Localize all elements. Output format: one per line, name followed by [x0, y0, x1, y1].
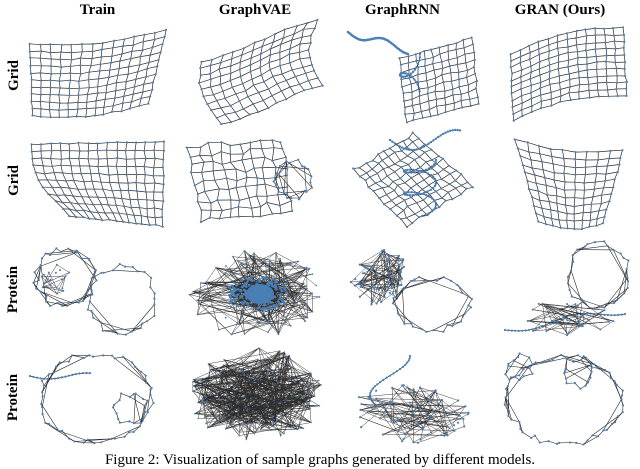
graph-gran-grid-2 [495, 130, 635, 230]
graph-gran-protein-1 [495, 238, 635, 342]
row-label-text: Grid [6, 60, 23, 91]
graph-graphvae-grid-2 [182, 130, 330, 230]
graph-drawing [340, 346, 480, 450]
column-header-graphrnn: GraphRNN [340, 0, 465, 24]
graph-drawing [495, 346, 635, 450]
graph-drawing [495, 24, 635, 124]
row-label-text: Grid [6, 165, 23, 196]
row-label-grid-2: Grid [2, 127, 26, 234]
graph-gran-grid-1 [495, 24, 635, 124]
column-header-gran: GRAN (Ours) [485, 0, 635, 24]
graph-graphvae-grid-1 [182, 24, 330, 124]
graph-drawing [340, 238, 480, 342]
column-header-train: Train [35, 0, 160, 24]
graph-graphrnn-grid-2 [340, 130, 480, 230]
row-label-grid-1: Grid [2, 24, 26, 127]
graph-drawing [182, 346, 330, 450]
graph-drawing [26, 346, 174, 450]
graph-graphrnn-protein-1 [340, 238, 480, 342]
graph-graphrnn-grid-1 [340, 24, 480, 124]
graph-train-grid-1 [26, 24, 174, 124]
graph-graphvae-protein-2 [182, 346, 330, 450]
row-label-protein-2: Protein [2, 344, 26, 450]
graph-graphvae-protein-1 [182, 238, 330, 342]
graph-drawing [340, 130, 480, 230]
graph-train-grid-2 [26, 130, 174, 230]
graph-drawing [26, 238, 174, 342]
graph-train-protein-2 [26, 346, 174, 450]
graph-drawing [182, 24, 330, 124]
graph-drawing [26, 24, 174, 124]
row-label-protein-1: Protein [2, 234, 26, 344]
column-header-graphvae: GraphVAE [190, 0, 320, 24]
graph-graphrnn-protein-2 [340, 346, 480, 450]
graph-drawing [182, 238, 330, 342]
row-label-text: Protein [6, 373, 23, 420]
graph-drawing [26, 130, 174, 230]
graph-drawing [182, 130, 330, 230]
row-label-text: Protein [6, 265, 23, 312]
graph-train-protein-1 [26, 238, 174, 342]
graph-drawing [340, 24, 480, 124]
figure-caption: Figure 2: Visualization of sample graphs… [0, 452, 640, 469]
graph-gran-protein-2 [495, 346, 635, 450]
graph-drawing [495, 130, 635, 230]
graph-drawing [495, 238, 635, 342]
